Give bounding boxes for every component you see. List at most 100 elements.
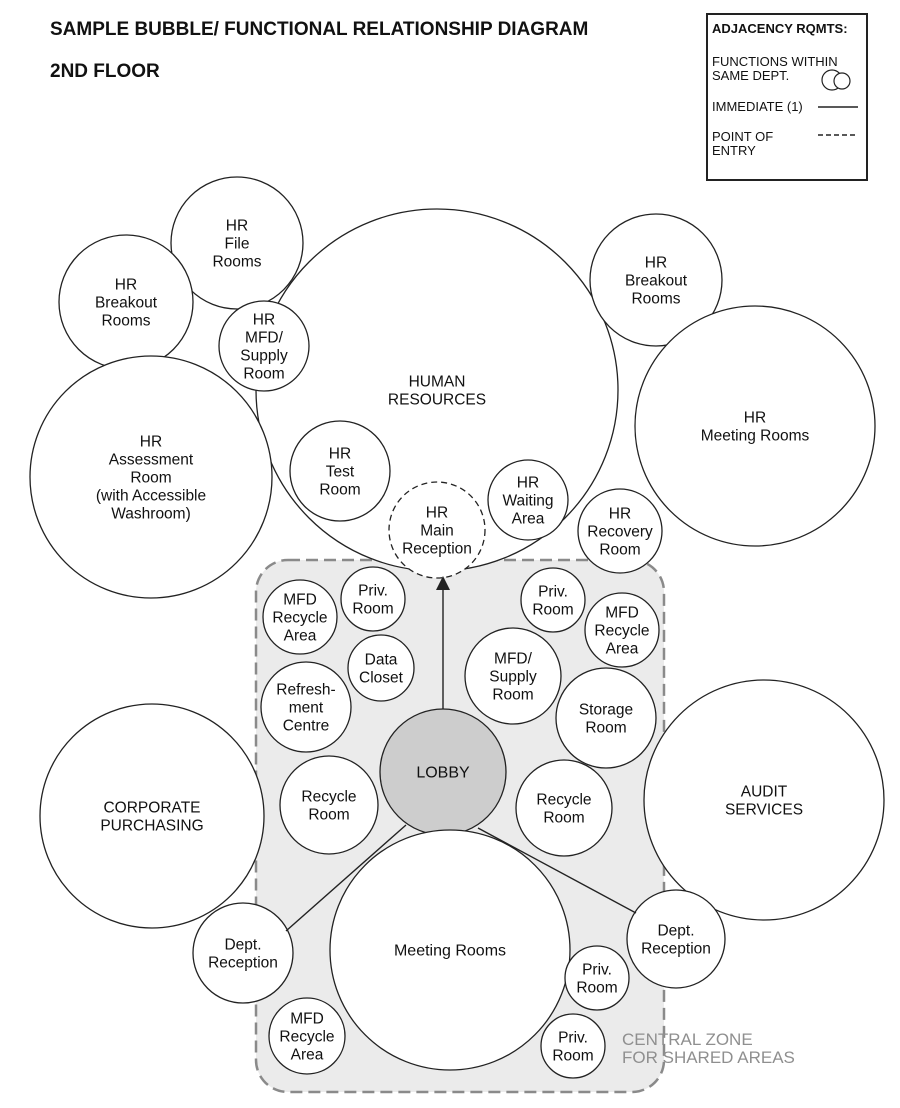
diagram-title: SAMPLE BUBBLE/ FUNCTIONAL RELATIONSHIP D… [50, 19, 589, 40]
bubble-circle [577, 488, 663, 574]
bubble-label: Breakout [95, 294, 158, 311]
bubble-circle [289, 420, 391, 522]
bubble-priv-room-top-left: Priv.Room [340, 566, 406, 632]
bubble-label: (with Accessible [96, 487, 206, 504]
bubble-label: Room [599, 541, 640, 558]
bubble-label: MFD [290, 1010, 324, 1027]
bubble-label: Supply [240, 347, 288, 364]
bubble-circle [170, 176, 304, 310]
bubble-label: MFD [605, 604, 639, 621]
dashed-line-icon [818, 134, 858, 136]
bubble-label: HR [329, 445, 351, 462]
bubble-label: Reception [641, 940, 711, 957]
bubble-label: Area [606, 640, 639, 657]
bubble-label: Waiting [502, 492, 553, 509]
bubble-label: ment [289, 699, 324, 716]
bubble-label: Reception [208, 954, 278, 971]
adjacency-line-right [477, 827, 637, 914]
bubble-circle [262, 579, 338, 655]
bubble-label: Recycle [594, 622, 649, 639]
bubble-label: HR [253, 311, 275, 328]
bubble-label: File [225, 235, 250, 252]
zone-label-line2: FOR SHARED AREAS [622, 1048, 795, 1067]
bubble-label: Room [319, 481, 360, 498]
bubble-circle [329, 829, 571, 1071]
bubble-label: AUDIT [741, 783, 788, 800]
floor-subtitle: 2ND FLOOR [50, 61, 160, 82]
bubble-label: SERVICES [725, 801, 803, 818]
bubble-label: Room [585, 719, 626, 736]
bubble-label: Assessment [109, 451, 194, 468]
bubble-circle [626, 889, 726, 989]
bubble-label: Supply [489, 668, 537, 685]
bubble-label: Room [576, 979, 617, 996]
bubble-label: HR [744, 409, 766, 426]
bubble-label: PURCHASING [100, 817, 203, 834]
bubble-circle [487, 459, 569, 541]
bubble-label: Area [512, 510, 545, 527]
bubble-circle [340, 566, 406, 632]
bubble-label: Recycle [279, 1028, 334, 1045]
bubble-circle [192, 902, 294, 1004]
bubble-label: HUMAN [409, 373, 466, 390]
bubble-label: HR [645, 254, 667, 271]
bubble-circle [347, 634, 415, 702]
bubble-label: Dept. [224, 936, 261, 953]
bubble-label: Room [243, 365, 284, 382]
double-circle-icon [821, 69, 851, 91]
bubble-label: RESOURCES [388, 391, 486, 408]
bubble-circle [584, 592, 660, 668]
bubble-label: Centre [283, 717, 330, 734]
bubble-circle [464, 627, 562, 725]
bubble-dept-reception-left: Dept.Reception [192, 902, 294, 1004]
bubble-label: Meeting Rooms [394, 943, 506, 960]
bubble-label: Room [352, 600, 393, 617]
bubble-meeting-rooms: Meeting Rooms [329, 829, 571, 1071]
bubble-circle [29, 355, 273, 599]
bubble-priv-room-bottom-2: Priv.Room [540, 1013, 606, 1079]
bubble-label: LOBBY [416, 765, 470, 782]
bubble-label: CORPORATE [103, 799, 200, 816]
legend-item-immediate: IMMEDIATE (1) [712, 99, 803, 114]
bubble-label: Data [365, 651, 398, 668]
bubble-label: Priv. [538, 583, 568, 600]
bubble-label: HR [517, 474, 539, 491]
bubble-label: Recycle [301, 788, 356, 805]
bubble-circle [555, 667, 657, 769]
bubble-label: Rooms [212, 253, 261, 270]
bubble-label: HR [140, 433, 162, 450]
bubble-label: Recycle [272, 609, 327, 626]
legend-item-entry-line2: ENTRY [712, 143, 756, 158]
legend-item-same-dept-line1: FUNCTIONS WITHIN [712, 54, 838, 69]
bubble-circle [634, 305, 876, 547]
bubble-label: Area [284, 627, 317, 644]
bubble-circle [540, 1013, 606, 1079]
bubble-label: Room [543, 809, 584, 826]
bubble-label: HR [609, 505, 631, 522]
bubble-label: Area [291, 1046, 324, 1063]
bubble-label: HR [226, 217, 248, 234]
solid-line-icon [818, 106, 858, 108]
bubble-label: Room [308, 806, 349, 823]
bubble-label: Priv. [582, 961, 612, 978]
bubble-label: Refresh- [276, 681, 335, 698]
legend-item-entry-line1: POINT OF [712, 129, 774, 144]
bubble-priv-room-top-right: Priv.Room [520, 567, 586, 633]
bubble-label: Rooms [631, 290, 680, 307]
bubble-circle [260, 661, 352, 753]
bubble-label: HR [115, 276, 137, 293]
